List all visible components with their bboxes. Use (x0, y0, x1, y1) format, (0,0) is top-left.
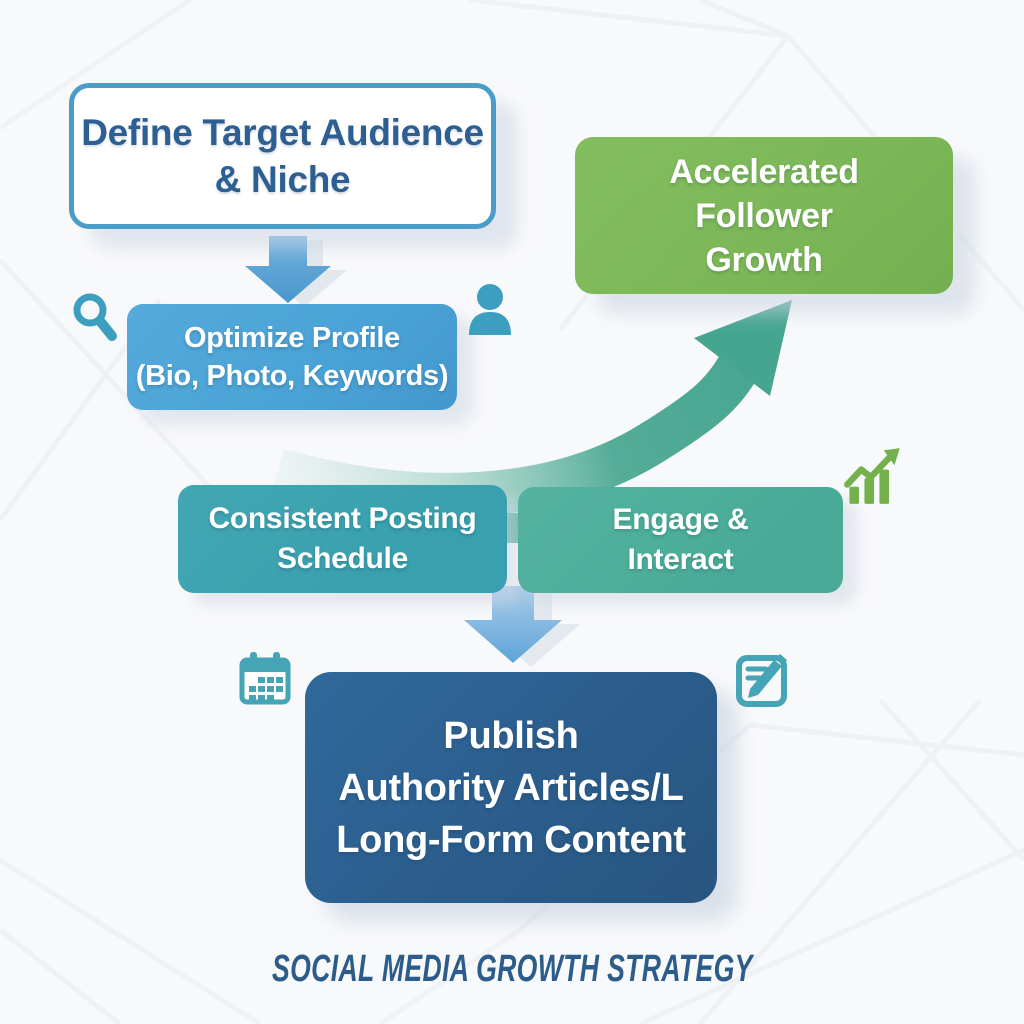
publish-label-line-2: Authority Articles/L (338, 766, 684, 809)
engage-label-line-1: Engage & (612, 503, 749, 536)
node-optimize-profile: Optimize Profile (Bio, Photo, Keywords) (127, 304, 457, 410)
node-consistent-posting-schedule: Consistent Posting Schedule (178, 485, 507, 593)
posting-label-line-2: Schedule (277, 542, 408, 575)
optimize-label-line-2: (Bio, Photo, Keywords) (135, 360, 449, 392)
edit-note-icon (736, 654, 787, 707)
publish-label-line-1: Publish (443, 714, 579, 757)
node-publish-authority-content: Publish Authority Articles/L Long-Form C… (305, 672, 717, 903)
search-icon (73, 293, 117, 341)
node-engage-interact: Engage & Interact (518, 487, 843, 593)
down-arrow-1 (245, 236, 347, 307)
define-label-line-2: & Niche (214, 159, 351, 200)
down-arrow-2 (464, 586, 580, 667)
growth-label-line-1: Accelerated (669, 152, 859, 191)
diagram-caption: SOCIAL MEDIA GROWTH STRATEGY (0, 948, 1024, 991)
define-label-line-1: Define Target Audience (81, 112, 484, 153)
growth-label-line-3: Growth (705, 240, 823, 279)
caption-text: SOCIAL MEDIA GROWTH STRATEGY (271, 948, 753, 990)
engage-label-line-2: Interact (627, 543, 734, 576)
optimize-label-line-1: Optimize Profile (184, 322, 400, 354)
growth-chart-icon (844, 448, 900, 504)
growth-label-line-2: Follower (695, 196, 833, 235)
calendar-icon (239, 652, 291, 705)
publish-label-line-3: Long-Form Content (336, 818, 686, 861)
user-icon (469, 284, 511, 335)
posting-label-line-1: Consistent Posting (208, 502, 477, 535)
node-accelerated-follower-growth: Accelerated Follower Growth (575, 137, 953, 294)
node-define-target-audience: Define Target Audience & Niche (69, 83, 496, 229)
